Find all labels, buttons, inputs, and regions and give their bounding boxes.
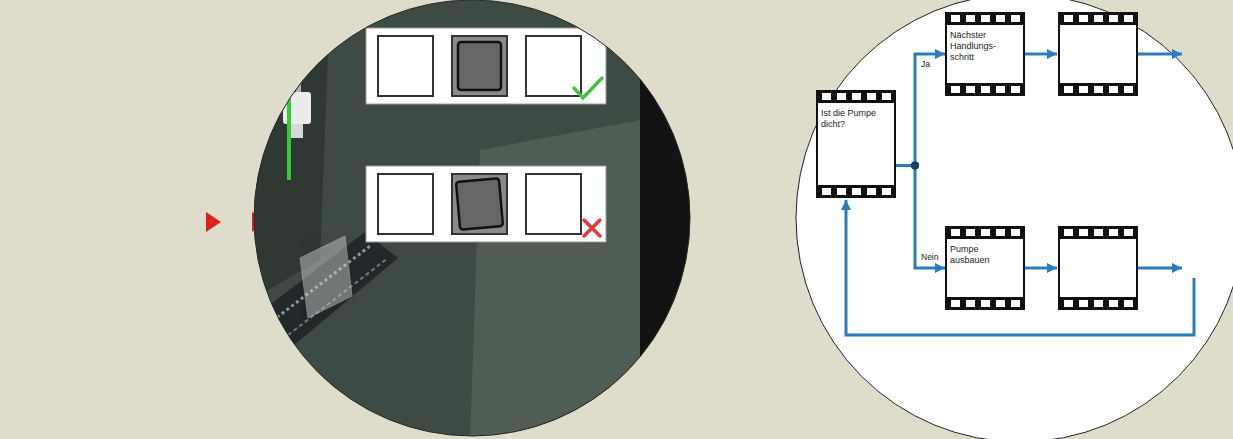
- machine-shadow: [640, 0, 700, 439]
- sprocket-band: [945, 297, 1025, 310]
- sprocket-hole: [837, 188, 846, 195]
- sprocket-band: [816, 90, 896, 103]
- empty-slot: [378, 174, 433, 234]
- empty-film-frame: [1058, 226, 1138, 310]
- sprocket-hole: [966, 86, 975, 93]
- sprocket-hole: [951, 300, 960, 307]
- sprocket-band: [945, 226, 1025, 239]
- sprocket-hole: [837, 93, 846, 100]
- check-mark: [574, 78, 602, 98]
- film-frame-shape: [945, 226, 1025, 310]
- sprocket-hole: [1011, 229, 1020, 236]
- sprocket-hole: [966, 15, 975, 22]
- flow-connector: [896, 166, 945, 268]
- film-frame: Pumpe ausbauen: [945, 226, 1025, 310]
- sprocket-hole: [996, 229, 1005, 236]
- sprocket-hole: [1011, 15, 1020, 22]
- flow-arrow: [1025, 267, 1057, 270]
- conveyor-track: [250, 232, 398, 372]
- filled-slot: [452, 174, 507, 234]
- sprocket-band: [945, 12, 1025, 25]
- glass-block: [300, 236, 352, 318]
- frame-border: [946, 13, 1024, 95]
- frame-text: Nächster Handlungs- schritt: [945, 30, 1019, 63]
- sprocket-hole: [822, 93, 831, 100]
- empty-slot: [526, 174, 581, 234]
- flow-arrow: [1138, 53, 1182, 56]
- sprocket-hole: [996, 300, 1005, 307]
- frame-text: Ist die Pumpe dicht?: [816, 108, 890, 130]
- sprocket-hole: [882, 93, 891, 100]
- sprocket-hole: [882, 188, 891, 195]
- branch-label: Ja: [920, 59, 931, 69]
- part-misaligned: [456, 178, 503, 230]
- part-inserted: [458, 42, 501, 90]
- sprocket-band: [945, 83, 1025, 96]
- junction-dot: [911, 162, 919, 170]
- sprocket-hole: [981, 15, 990, 22]
- cross-mark: [584, 220, 600, 236]
- probe-tip: [291, 124, 303, 138]
- sprocket-hole: [951, 229, 960, 236]
- frame-border: [817, 91, 895, 197]
- red-triangle: [206, 212, 221, 232]
- sprocket-hole: [867, 188, 876, 195]
- sprocket-hole: [996, 86, 1005, 93]
- probe-rod: [296, 0, 301, 95]
- sprocket-band: [816, 185, 896, 198]
- check-panel: [366, 28, 606, 104]
- film-frame: Nächster Handlungs- schritt: [945, 12, 1025, 96]
- frame-border: [946, 227, 1024, 309]
- sprocket-hole: [852, 93, 861, 100]
- sprocket-hole: [1011, 86, 1020, 93]
- empty-slot: [378, 36, 433, 96]
- check-panel: [366, 166, 606, 242]
- sprocket-hole: [822, 188, 831, 195]
- branch-label: Nein: [920, 252, 939, 262]
- sprocket-hole: [951, 86, 960, 93]
- frame-text: Pumpe ausbauen: [945, 244, 1019, 266]
- sprocket-hole: [966, 300, 975, 307]
- sprocket-hole: [981, 229, 990, 236]
- photo-illustration: [250, 0, 700, 439]
- flow-arrow: [1138, 267, 1182, 270]
- sprocket-hole: [996, 15, 1005, 22]
- film-frame-shape: [816, 90, 896, 198]
- loop-back-arrow: [846, 200, 1194, 335]
- machine-background: [250, 0, 700, 439]
- sprocket-hole: [981, 86, 990, 93]
- junction-dot: [911, 162, 919, 170]
- sprocket-hole: [966, 229, 975, 236]
- flowchart-circle: [796, 0, 1233, 439]
- empty-film-frame: [1058, 12, 1138, 96]
- sprocket-hole: [867, 93, 876, 100]
- filled-slot: [452, 36, 507, 96]
- photo-rim: [254, 0, 690, 436]
- sprocket-hole: [852, 188, 861, 195]
- sprocket-hole: [951, 15, 960, 22]
- flow-connector: [896, 54, 945, 166]
- sprocket-hole: [981, 300, 990, 307]
- sprocket-hole: [1011, 300, 1020, 307]
- flow-arrow: [1025, 53, 1057, 56]
- film-frame: Ist die Pumpe dicht?: [816, 90, 896, 198]
